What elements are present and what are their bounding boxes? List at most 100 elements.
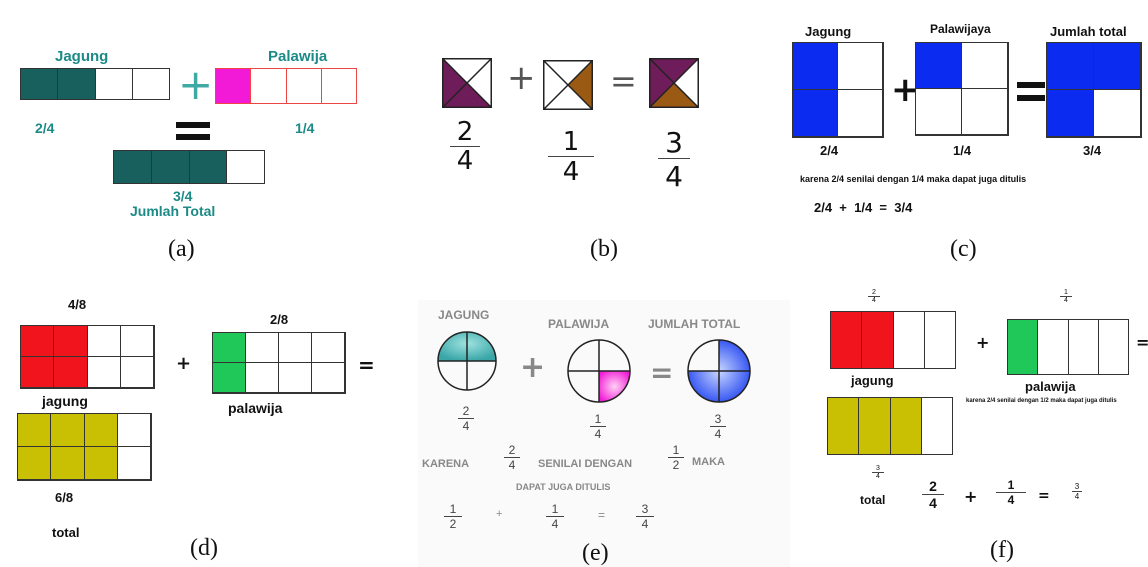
grid-cell-filled: [51, 447, 85, 480]
fraction-three-fourths: 3 4: [710, 412, 726, 441]
fraction-line: [710, 426, 726, 427]
caption-a: (a): [168, 236, 195, 262]
fraction-senilai-left: 2 4: [504, 443, 520, 472]
grid-cell-empty: [279, 333, 312, 363]
circle-two-quarters: [437, 331, 497, 391]
grid-cell-empty: [312, 333, 345, 363]
numerator: 1: [1064, 289, 1068, 296]
grid-cell-filled: [793, 90, 838, 137]
grid-cell-empty: [120, 357, 154, 388]
bar-cell-filled: [216, 69, 252, 103]
fraction-line: [546, 516, 564, 517]
fraction-line: [668, 457, 684, 458]
square-one-quarter: [543, 60, 593, 110]
bar-cell-filled: [831, 312, 863, 368]
label-palawija: Palawija: [268, 48, 328, 65]
plus-sign: +: [176, 353, 192, 374]
bar-cell-empty: [922, 398, 952, 454]
text-maka: MAKA: [692, 456, 725, 468]
grid-cell-empty: [87, 357, 121, 388]
denominator: 4: [641, 517, 649, 531]
grid-palawijaya: [915, 42, 1009, 136]
explanation-note: karena 2/4 senilai dengan 1/2 maka dapat…: [966, 398, 1117, 404]
grid-cell-empty: [838, 90, 883, 137]
denominator: 4: [1007, 493, 1015, 507]
denominator: 4: [551, 517, 559, 531]
bar-cell-empty: [287, 69, 322, 103]
fraction-two-fourths: 2 4: [458, 404, 474, 433]
grid-cell-empty: [962, 43, 1008, 89]
eq-plus: +: [964, 487, 978, 506]
grid-jagung: [792, 42, 884, 138]
text-karena: KARENA: [422, 458, 470, 470]
label-jagung: jagung: [42, 393, 88, 409]
grid-cell-empty: [962, 89, 1008, 135]
fraction-total: 6/8: [55, 490, 74, 505]
fraction-line: [504, 457, 520, 458]
fraction-line: [996, 492, 1026, 493]
text-senilai-dengan: SENILAI DENGAN: [538, 458, 633, 470]
bar-cell-filled: [151, 151, 190, 183]
label-jumlah-total: JUMLAH TOTAL: [648, 317, 741, 331]
bar-cell-filled: [862, 312, 894, 368]
square-two-quarters: [442, 58, 492, 108]
label-jagung: jagung: [851, 373, 894, 388]
denominator: 4: [665, 160, 683, 193]
fraction-line: [444, 516, 462, 517]
fraction-palawija: 2/8: [270, 312, 289, 327]
grid-cell-filled: [18, 447, 52, 480]
equation: 2/4 + 1/4 = 3/4: [814, 200, 913, 215]
grid-cell-empty: [246, 333, 279, 363]
grid-total: [1046, 42, 1142, 138]
explanation-note: karena 2/4 senilai dengan 1/4 maka dapat…: [800, 174, 1027, 184]
fraction-jagung: 4/8: [68, 297, 87, 312]
fraction-eq-quarter: 1 4: [546, 502, 564, 531]
numerator: 1: [551, 502, 559, 516]
label-jagung: Jagung: [55, 48, 109, 65]
fraction-line: [658, 158, 690, 159]
fraction-palawija: 1/4: [295, 120, 315, 136]
panel-d: 4/8 2/8 + = jagung palawija 6/8 total (d…: [0, 285, 410, 567]
grid-cell-filled: [84, 414, 118, 447]
label-jumlah-total: Jumlah total: [1050, 24, 1127, 39]
numerator: 2: [456, 117, 474, 147]
numerator: 1: [594, 412, 602, 426]
bar-jagung: [20, 68, 170, 100]
grid-cell-filled: [1094, 43, 1141, 90]
fraction-line: [868, 296, 880, 297]
grid-cell-empty: [279, 363, 312, 393]
fraction-line: [922, 494, 944, 495]
numerator: 3: [641, 502, 649, 516]
fraction-eq-half: 1 2: [444, 502, 462, 531]
equals-sign: [176, 122, 210, 140]
fraction-one-fourth: 1 4: [548, 128, 594, 187]
panel-b: + = 2 4 1 4 3 4 (b): [410, 0, 790, 280]
bar-cell-empty: [251, 69, 287, 103]
numerator: 1: [672, 443, 680, 457]
grid-cell-filled: [1047, 90, 1094, 137]
equals-sign: =: [610, 62, 637, 100]
grid-cell-filled: [1047, 43, 1094, 90]
bar-cell-filled: [890, 398, 922, 454]
denominator: 4: [462, 419, 470, 433]
grid-cell-filled: [21, 357, 55, 388]
fraction-line: [872, 472, 884, 473]
equals-sign: [1017, 82, 1045, 102]
bar-cell-empty: [894, 312, 925, 368]
caption-f: (f): [990, 537, 1014, 563]
caption-d: (d): [190, 535, 218, 561]
grid-cell-filled: [213, 363, 246, 393]
fraction-top-jagung: 2 4: [868, 289, 880, 304]
caption-c: (c): [950, 236, 977, 262]
denominator: 4: [1064, 297, 1068, 304]
bar-cell-filled: [189, 151, 228, 183]
grid-cell-filled: [54, 326, 88, 357]
fraction-three-fourths: 3 4: [658, 128, 690, 195]
text-dapat-juga-ditulis: DAPAT JUGA DITULIS: [516, 482, 611, 492]
fraction-line: [1060, 296, 1072, 297]
grid-cell-filled: [916, 43, 962, 89]
panel-c: Jagung Palawijaya Jumlah total + 2/4 1/4…: [790, 0, 1148, 280]
bar-cell-filled: [859, 398, 891, 454]
fraction-line: [636, 516, 654, 517]
numerator: 2: [462, 404, 470, 418]
